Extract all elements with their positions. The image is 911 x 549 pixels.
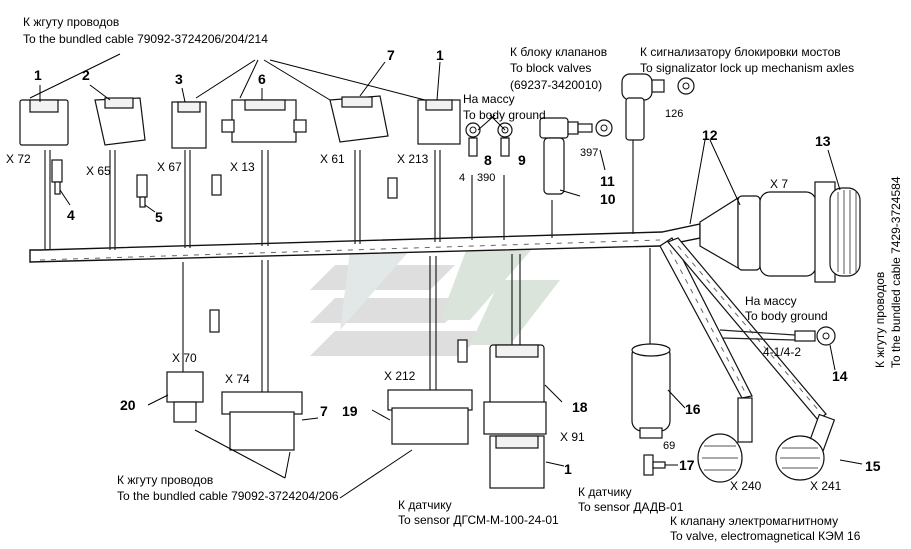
label-ground2-en: To body ground: [745, 309, 828, 323]
connector-x61: [329, 95, 389, 143]
callout-8: 8: [484, 152, 492, 168]
label-valve-en: To valve, electromagnetical КЭМ 16: [670, 529, 861, 543]
terminal-x61: [387, 177, 398, 199]
sensor-cap-16: [631, 343, 671, 439]
conn-x241: X 241: [810, 479, 842, 493]
wire-num-126: 126: [665, 108, 683, 120]
callout-12: 12: [702, 127, 718, 143]
terminal-17: [643, 454, 666, 476]
terminal-x13: [211, 174, 222, 196]
watermark-logo: [310, 240, 560, 356]
label-valve-ru: К клапану электромагнитному: [670, 514, 838, 528]
conn-x212: X 212: [384, 369, 416, 383]
callout-6: 6: [258, 71, 266, 87]
ring-terminal-8: [465, 122, 481, 157]
label-sensor2-en: To sensor ДАДВ-01: [578, 500, 684, 514]
label-right-cable-en: To the bundled cable 7429-3724584: [889, 176, 903, 368]
callout-14: 14: [832, 368, 848, 384]
callout-1-x91: 1: [564, 461, 572, 477]
callout-4: 4: [67, 207, 75, 223]
callout-15: 15: [865, 458, 881, 474]
connector-x91: [489, 435, 545, 489]
label-block-ru: К блоку клапанов: [510, 45, 607, 59]
wire-num-390: 390: [477, 172, 495, 184]
label-ground1-en: To body ground: [463, 108, 546, 122]
callout-2: 2: [82, 67, 90, 83]
conn-x72: X 72: [6, 152, 31, 166]
conn-x65: X 65: [86, 164, 111, 178]
wire-num-4: 4: [459, 172, 465, 184]
callout-13: 13: [815, 133, 831, 149]
connector-18: [483, 344, 547, 435]
label-top-cable-ru: К жгуту проводов: [23, 15, 119, 29]
plug-10: [539, 117, 579, 195]
wire-num-397: 397: [580, 147, 598, 159]
label-sensor1-ru: К датчику: [398, 498, 452, 512]
callout-7-bottom: 7: [320, 403, 328, 419]
terminal-4: [51, 159, 63, 195]
conn-x91: X 91: [560, 430, 585, 444]
conn-x74: X 74: [225, 372, 250, 386]
label-right-cable-ru: К жгуту проводов: [873, 272, 887, 368]
callout-10: 10: [600, 191, 616, 207]
label-top-cable-en: To the bundled cable 79092-3724206/204/2…: [23, 32, 268, 46]
callout-5: 5: [155, 209, 163, 225]
callout-1-x213: 1: [436, 47, 444, 63]
conn-x13: X 13: [230, 160, 255, 174]
label-signal-en: To signalizator lock up mechanism axles: [640, 61, 854, 75]
connector-x241: [775, 413, 836, 481]
callout-11: 11: [600, 173, 615, 189]
terminal-5: [136, 174, 148, 208]
connector-x213: [417, 99, 461, 145]
label-bottom-cable-en: To the bundled cable 79092-3724204/206: [117, 489, 339, 503]
lower-branch-wires: [182, 248, 651, 392]
label-block-code: (69237-3420010): [510, 78, 602, 92]
label-signal-ru: К сигнализатору блокировки мостов: [640, 45, 841, 59]
label-sensor2-ru: К датчику: [578, 485, 632, 499]
conn-x7: X 7: [770, 177, 788, 191]
ring-terminal-9: [497, 122, 513, 157]
callout-3: 3: [175, 71, 183, 87]
callout-17: 17: [679, 457, 695, 473]
label-bottom-cable-ru: К жгуту проводов: [117, 473, 213, 487]
ring-terminal-11: [577, 119, 613, 137]
connector-x7: [699, 181, 861, 283]
callout-16: 16: [685, 401, 701, 417]
ring-terminal-14: [794, 326, 836, 346]
label-ground1-ru: На массу: [463, 92, 515, 106]
conn-x213: X 213: [397, 152, 429, 166]
conn-x61: X 61: [320, 152, 345, 166]
connector-x67: [171, 101, 207, 149]
terminal-mid: [209, 309, 468, 363]
conn-x240: X 240: [730, 479, 762, 493]
connector-x212: [387, 389, 473, 445]
connector-x13: [221, 99, 307, 143]
connector-x70: [166, 371, 204, 423]
label-sensor1-en: To sensor ДГСМ-М-100-24-01: [398, 513, 559, 527]
callout-19: 19: [342, 403, 358, 419]
upper-branch-wires: [44, 140, 634, 250]
connector-x72: [19, 99, 69, 146]
callout-7-top: 7: [387, 47, 395, 63]
connector-x74: [221, 391, 303, 451]
connector-x240: [697, 397, 753, 483]
plug-signalizator: [621, 73, 695, 141]
callout-1-x72: 1: [34, 67, 42, 83]
conn-x70: X 70: [172, 351, 197, 365]
wire-num-69: 69: [663, 440, 675, 452]
callout-20: 20: [120, 397, 136, 413]
callout-9: 9: [518, 152, 526, 168]
conn-x67: X 67: [157, 160, 182, 174]
label-ground2-ru: На массу: [745, 294, 797, 308]
label-block-en: To block valves: [510, 61, 591, 75]
leader-lines: [29, 53, 863, 499]
connector-x65: [94, 97, 146, 146]
label-ground2-code: 4-1/4-2: [763, 345, 801, 359]
callout-18: 18: [572, 399, 588, 415]
